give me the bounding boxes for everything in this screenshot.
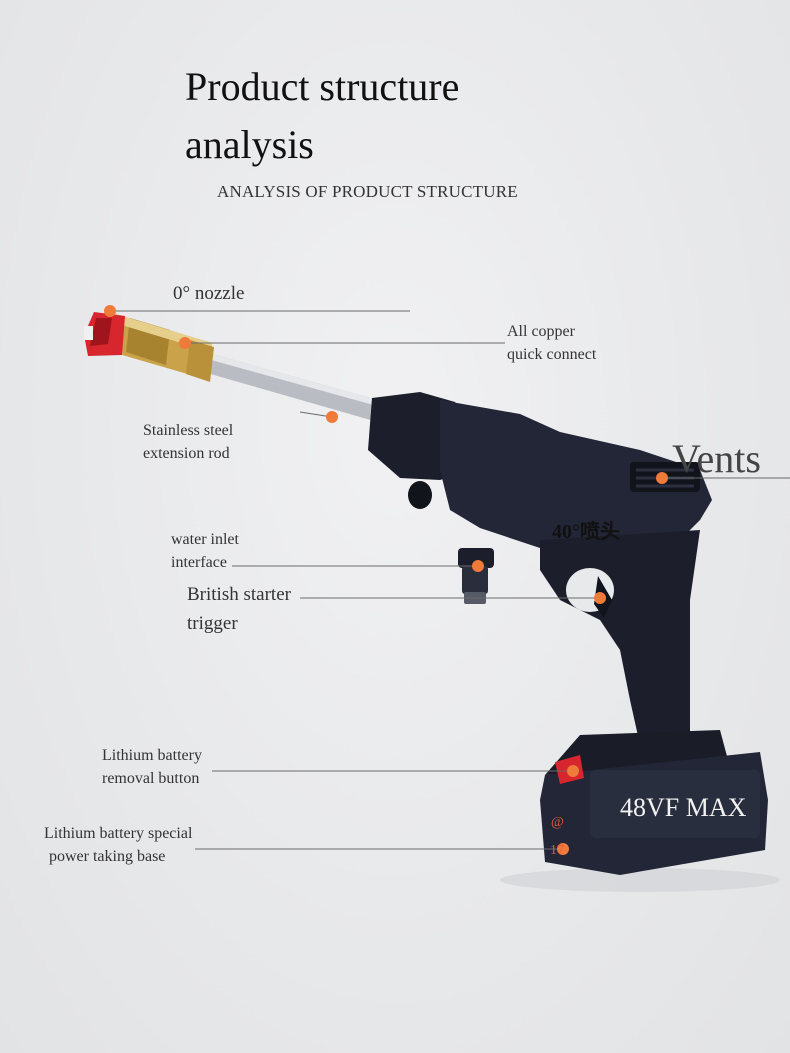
callout-dots bbox=[104, 305, 668, 855]
label-trigger-line1: British starter bbox=[187, 584, 291, 605]
extension-rod bbox=[200, 352, 378, 421]
label-water-inlet: water inlet interface bbox=[171, 528, 239, 574]
callout-dot-removal bbox=[567, 765, 579, 777]
label-inlet-line1: water inlet bbox=[171, 531, 239, 548]
label-removal-line1: Lithium battery bbox=[102, 747, 202, 764]
label-rod-line2: extension rod bbox=[143, 445, 230, 462]
label-base-line2: power taking base bbox=[49, 848, 166, 865]
callout-dot-base bbox=[557, 843, 569, 855]
page-title-line2: analysis bbox=[185, 122, 314, 167]
callout-dot-trigger bbox=[594, 592, 606, 604]
small-number: 17 bbox=[550, 843, 564, 858]
label-base-line1: Lithium battery special bbox=[44, 825, 193, 842]
label-vents: Vents bbox=[672, 436, 761, 481]
battery-badge: 48VF MAX bbox=[620, 793, 747, 822]
gun-body bbox=[368, 392, 712, 745]
label-power-base: Lithium battery special power taking bas… bbox=[44, 822, 192, 868]
label-inlet-line2: interface bbox=[171, 554, 227, 571]
label-extension-rod: Stainless steel extension rod bbox=[143, 419, 233, 465]
callout-dot-rod bbox=[326, 411, 338, 423]
callout-dot-vents bbox=[656, 472, 668, 484]
page-subtitle: ANALYSIS OF PRODUCT STRUCTURE bbox=[217, 182, 518, 201]
label-copper-connect: All copper quick connect bbox=[507, 320, 596, 366]
at-mark: @ bbox=[551, 815, 564, 830]
label-removal-button: Lithium battery removal button bbox=[102, 744, 202, 790]
label-rod-line1: Stainless steel bbox=[143, 422, 234, 439]
nozzle-cn-text: 40°喷头 bbox=[552, 521, 620, 543]
callout-dot-inlet bbox=[472, 560, 484, 572]
page-title-line1: Product structure bbox=[185, 64, 460, 109]
callout-dot-copper bbox=[179, 337, 191, 349]
label-trigger: British starter trigger bbox=[187, 580, 291, 638]
label-trigger-line2: trigger bbox=[187, 613, 238, 634]
copper-quick-connect bbox=[112, 314, 214, 382]
callout-dot-nozzle bbox=[104, 305, 116, 317]
label-copper-line1: All copper bbox=[507, 323, 575, 340]
battery-pack bbox=[540, 730, 768, 875]
nozzle-tip bbox=[84, 312, 125, 356]
page-title: Product structure analysis bbox=[185, 58, 459, 174]
label-nozzle: 0° nozzle bbox=[173, 283, 245, 304]
label-copper-line2: quick connect bbox=[507, 346, 597, 363]
label-removal-line2: removal button bbox=[102, 770, 200, 787]
